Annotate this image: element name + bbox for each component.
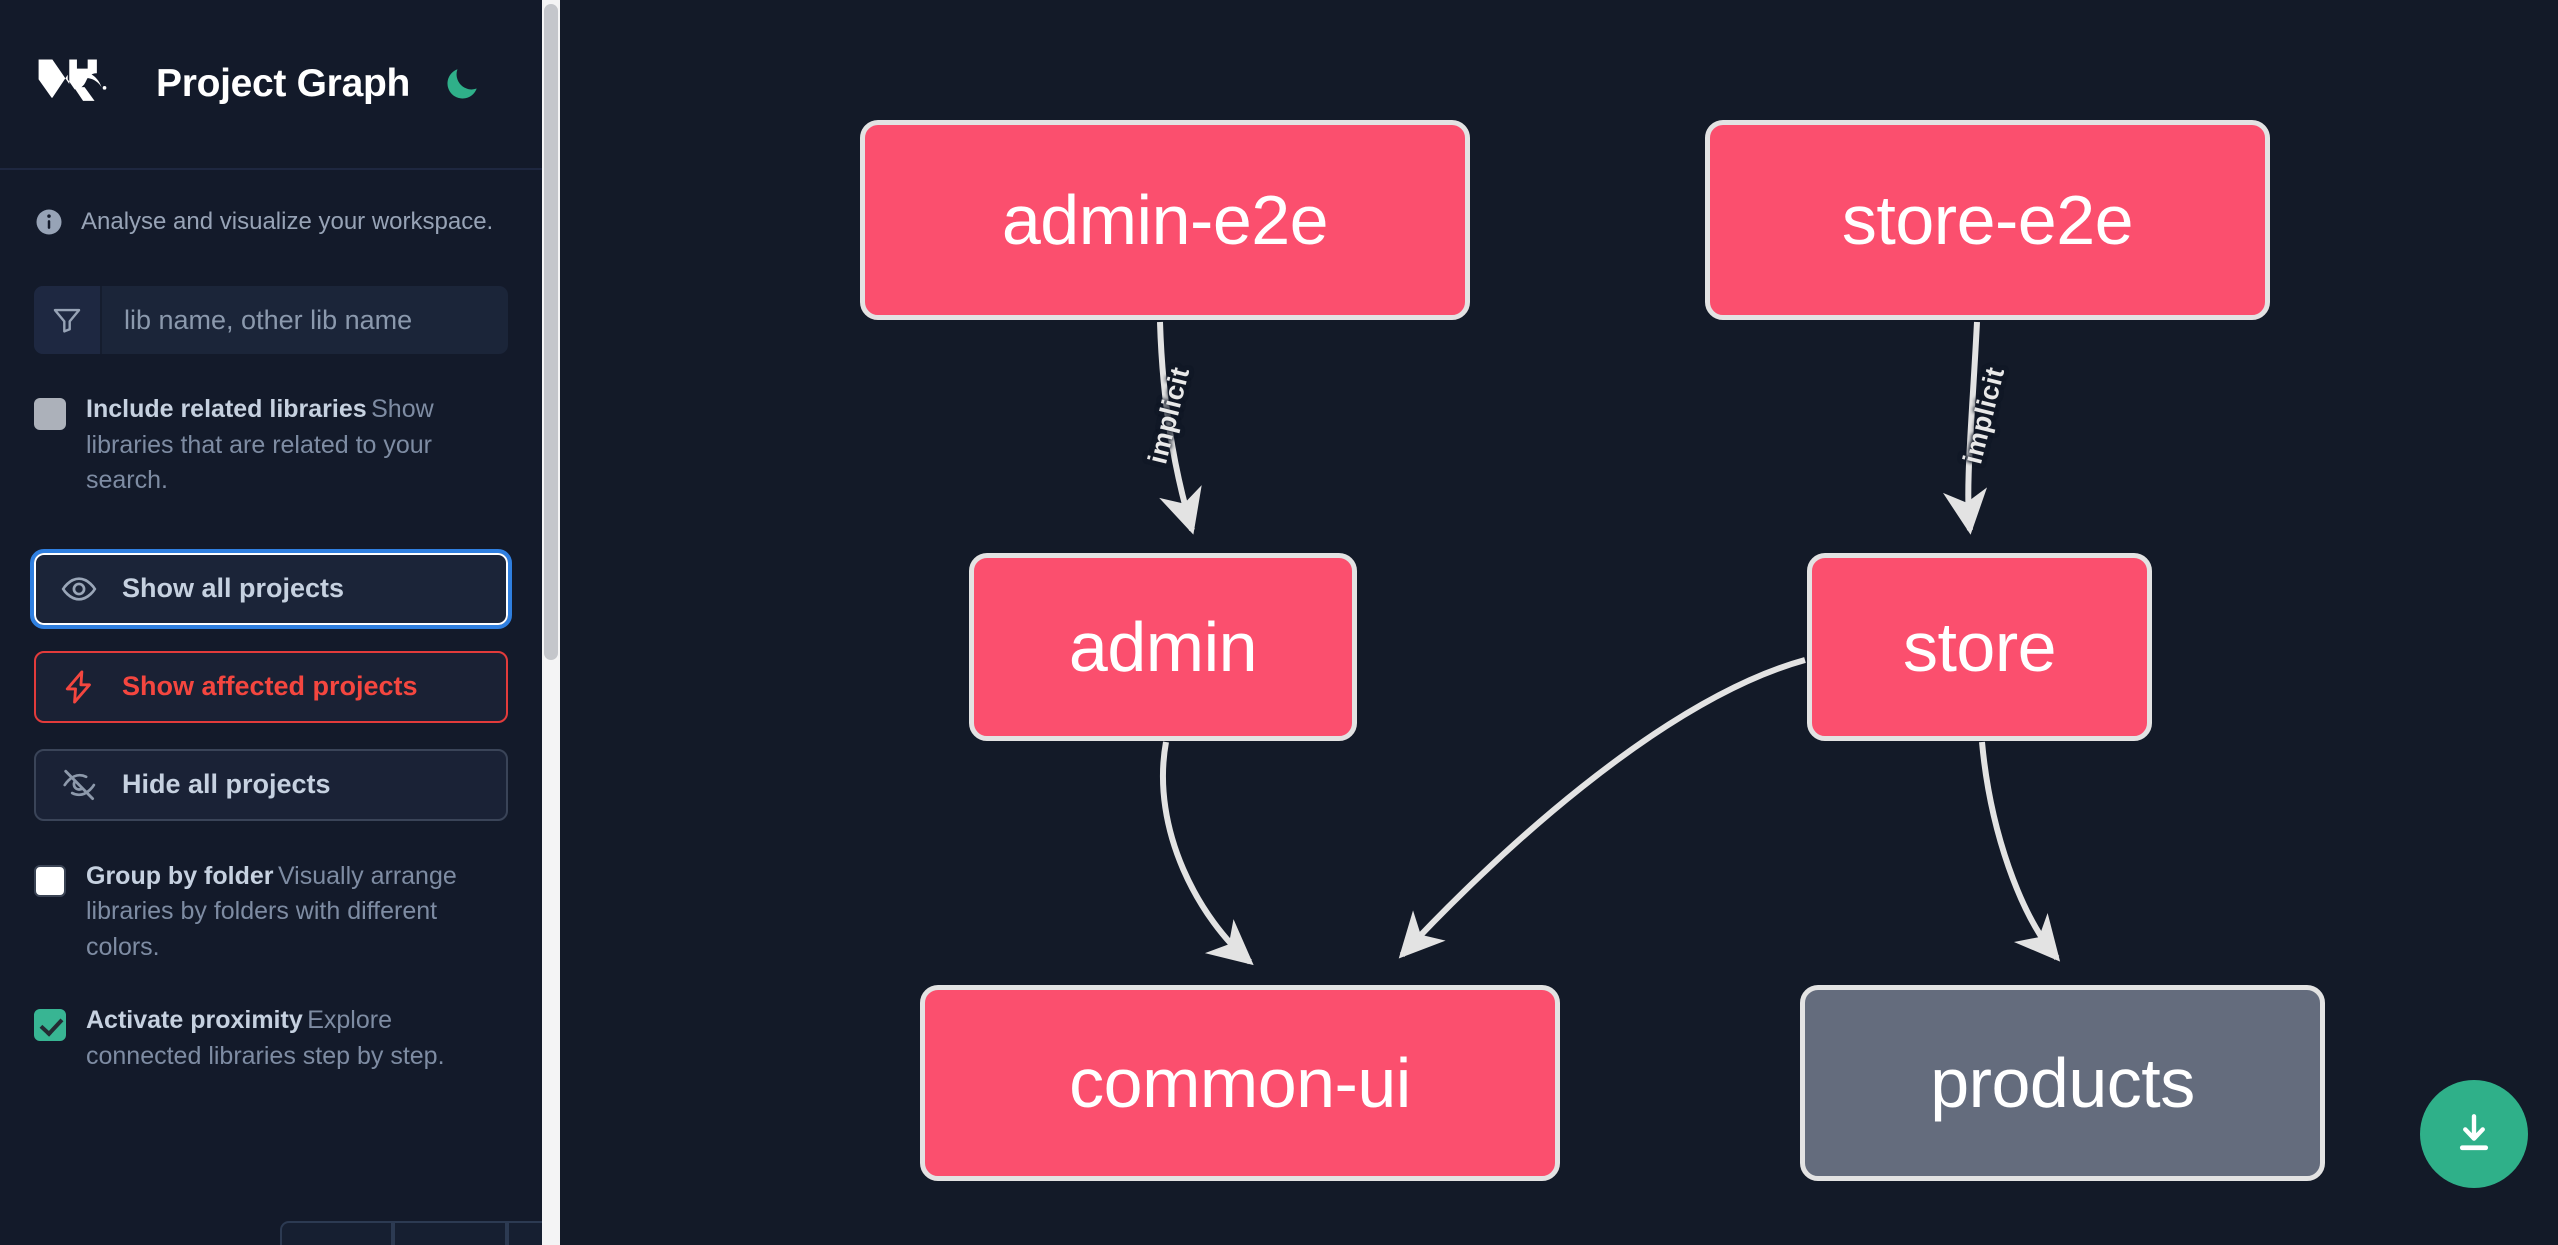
option-group-by-folder[interactable]: Group by folder Visually arrange librari… <box>0 859 542 966</box>
segment-option-2[interactable] <box>393 1221 507 1245</box>
graph-node-admin[interactable]: admin <box>969 553 1357 741</box>
button-label: Show affected projects <box>122 671 418 702</box>
node-label: admin <box>1068 608 1258 686</box>
eye-off-icon <box>60 766 98 804</box>
edge-store-to-products <box>1979 741 2061 962</box>
node-label: admin-e2e <box>1001 181 1329 259</box>
option-label: Group by folder <box>86 861 274 890</box>
search-input[interactable] <box>102 286 508 355</box>
graph-node-products[interactable]: products <box>1800 985 2325 1181</box>
segment-option-1[interactable] <box>280 1221 394 1245</box>
option-label: Include related libraries <box>86 395 367 424</box>
sidebar-scrollbar-track[interactable] <box>542 0 560 1245</box>
sidebar-header: Project Graph <box>0 0 542 170</box>
option-label: Activate proximity <box>86 1006 303 1035</box>
checkbox-activate-proximity[interactable] <box>34 1009 66 1042</box>
info-icon <box>34 207 64 237</box>
hide-all-projects-button[interactable]: Hide all projects <box>34 748 508 821</box>
edge-admin-e2e-to-admin <box>1157 321 1202 535</box>
sidebar-scroll-area: Project Graph Analyse and visualize yo <box>0 0 560 1245</box>
show-affected-projects-button[interactable]: Show affected projects <box>34 650 508 723</box>
graph-node-admin-e2e[interactable]: admin-e2e <box>860 120 1470 320</box>
option-description: Explore connected libraries step by step… <box>86 1006 445 1070</box>
workspace-note-text: Analyse and visualize your workspace. <box>81 208 494 235</box>
graph-canvas[interactable]: admin-e2e store-e2e admin store common-u… <box>560 0 2558 1245</box>
node-label: store <box>1902 608 2057 686</box>
workspace-note: Analyse and visualize your workspace. <box>0 170 542 238</box>
graph-node-common-ui[interactable]: common-ui <box>920 985 1560 1181</box>
moon-icon[interactable] <box>440 62 484 106</box>
page-title: Project Graph <box>156 62 410 105</box>
graph-node-store[interactable]: store <box>1807 553 2152 741</box>
edge-admin-to-common-ui <box>1159 741 1254 966</box>
graph-edges <box>1157 321 2061 966</box>
button-label: Show all projects <box>122 573 345 604</box>
button-label: Hide all projects <box>122 769 331 800</box>
checkbox-group-by-folder[interactable] <box>34 864 66 897</box>
option-description: Show libraries that are related to your … <box>86 395 434 495</box>
sidebar: Project Graph Analyse and visualize yo <box>0 0 560 1245</box>
node-label: products <box>1930 1044 2195 1122</box>
option-description: Visually arrange libraries by folders wi… <box>86 861 457 961</box>
nx-logo <box>34 53 126 115</box>
option-include-related-libraries[interactable]: Include related libraries Show libraries… <box>0 392 542 499</box>
option-activate-proximity[interactable]: Activate proximity Explore connected lib… <box>0 1003 542 1074</box>
eye-icon <box>60 570 98 608</box>
show-all-projects-button[interactable]: Show all projects <box>30 548 512 629</box>
checkbox-include-related-libraries[interactable] <box>34 398 66 431</box>
edge-store-e2e-to-store <box>1942 321 1988 535</box>
sidebar-scrollbar-thumb[interactable] <box>544 4 558 660</box>
lightning-bolt-icon <box>60 668 98 706</box>
filter-icon[interactable] <box>34 286 102 355</box>
edge-store-to-common-ui <box>1398 657 1806 959</box>
search-box <box>34 286 508 355</box>
node-label: common-ui <box>1069 1044 1411 1122</box>
graph-action-buttons: Show all projects Show affected projects <box>0 548 542 821</box>
node-label: store-e2e <box>1841 181 2134 259</box>
download-icon <box>2459 1114 2489 1151</box>
download-image-button[interactable] <box>2420 1080 2528 1188</box>
text-direction-segmented-control[interactable] <box>280 1221 560 1245</box>
graph-node-store-e2e[interactable]: store-e2e <box>1705 120 2270 320</box>
